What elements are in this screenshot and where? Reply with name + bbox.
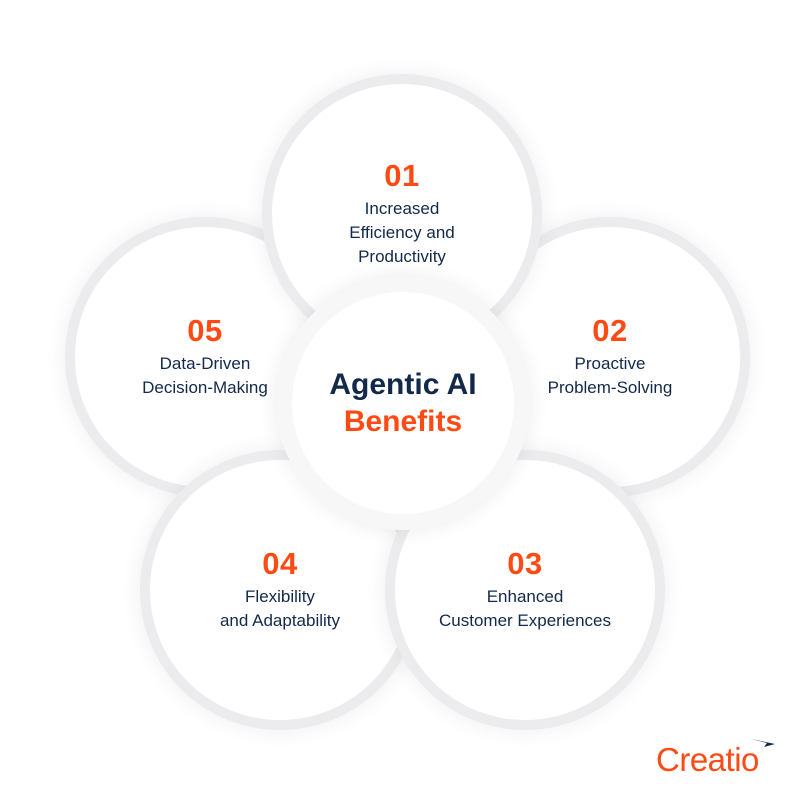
center-title: Agentic AI xyxy=(329,368,477,401)
benefit-label-line: Decision-Making xyxy=(142,378,268,397)
benefit-label: Enhanced Customer Experiences xyxy=(439,585,611,633)
benefit-label-line: Increased xyxy=(364,199,440,218)
benefit-label-line: Efficiency and xyxy=(349,223,455,242)
benefit-label-line: Data-Driven xyxy=(159,354,251,373)
benefit-label: Increased Efficiency and Productivity xyxy=(349,197,455,269)
benefit-label-line: Customer Experiences xyxy=(439,611,611,630)
benefit-label-line: Enhanced xyxy=(486,587,564,606)
benefit-number: 02 xyxy=(592,313,628,348)
benefit-label: Proactive Problem-Solving xyxy=(548,352,673,400)
benefit-label: Flexibility and Adaptability xyxy=(220,585,340,633)
logo-text: Creatio xyxy=(656,741,759,778)
benefit-number: 01 xyxy=(384,158,420,193)
arrow-swoosh-icon xyxy=(751,739,775,747)
creatio-logo: Creatio xyxy=(656,739,775,780)
benefit-label-line: Problem-Solving xyxy=(547,378,673,397)
benefit-label-line: and Adaptability xyxy=(219,611,341,630)
benefit-label: Data-Driven Decision-Making xyxy=(142,352,268,400)
benefit-number: 03 xyxy=(507,546,543,581)
center-subtitle: Benefits xyxy=(343,405,463,438)
benefit-label-line: Productivity xyxy=(358,247,446,266)
benefit-label-line: Flexibility xyxy=(245,587,315,606)
center-circle: Agentic AI Benefits xyxy=(276,276,530,530)
benefit-number: 05 xyxy=(187,313,223,348)
benefit-number: 04 xyxy=(262,546,298,581)
benefit-label-line: Proactive xyxy=(574,354,646,373)
